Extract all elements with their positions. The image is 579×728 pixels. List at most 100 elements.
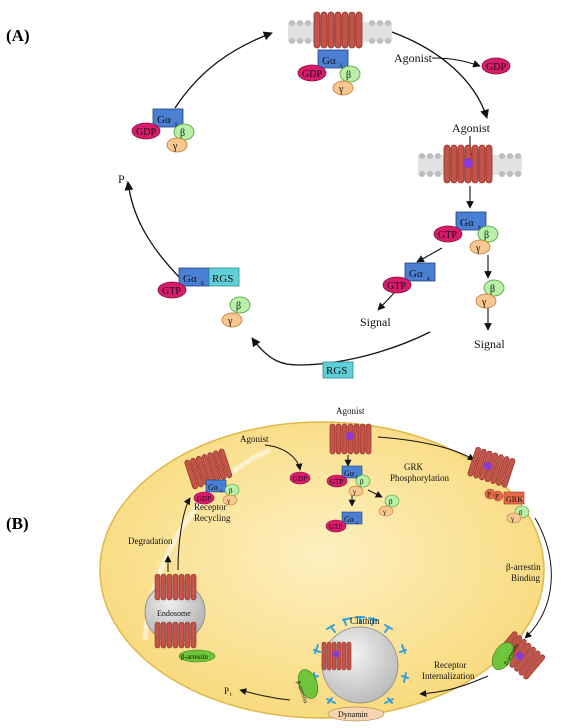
svg-text:GDP: GDP (136, 127, 156, 138)
svg-text:P: P (495, 493, 499, 501)
b-split-b (367, 489, 383, 498)
b-arrestin-line2: Binding (511, 573, 541, 583)
b-grk-line2: Phosphorylation (390, 473, 450, 483)
svg-text:β: β (389, 498, 393, 506)
svg-text:Gα: Gα (183, 273, 197, 285)
pi-label-a: P (118, 172, 125, 186)
svg-text:γ: γ (481, 297, 487, 308)
svg-text:Gα: Gα (344, 469, 355, 478)
svg-text:GRK: GRK (506, 495, 523, 504)
svg-text:s: s (478, 223, 481, 231)
b-degradation-label: Degradation (128, 536, 173, 546)
panel-b: Agonist Gα s GDP β γ Agonist GDP (99, 406, 552, 722)
b-pi-label: P (224, 686, 229, 696)
svg-text:s: s (175, 120, 178, 128)
svg-text:γ: γ (172, 141, 178, 152)
b-recycling-line2: Recycling (194, 513, 231, 523)
svg-text:γ: γ (227, 316, 233, 327)
svg-text:γ: γ (382, 508, 386, 516)
svg-text:γ: γ (226, 497, 230, 505)
b-gdp-released: GDP (289, 471, 311, 485)
cycle-arrow-top-right (391, 31, 489, 119)
svg-text:β: β (236, 301, 241, 312)
cycle-arrow-bottom (251, 331, 431, 366)
b-receptor-grk: P P GRK β γ (467, 447, 530, 524)
b-beta-gamma-free: β γ (378, 494, 400, 517)
gdp-label: GDP (302, 69, 322, 80)
svg-text:Gα: Gα (409, 268, 423, 280)
b-recycling-line1: Receptor (194, 502, 226, 512)
cycle-arrow-left (124, 181, 181, 279)
b-grk-arrow (377, 436, 475, 461)
svg-text:β: β (490, 284, 495, 295)
svg-text:s: s (427, 274, 430, 282)
agonist-molecule (463, 158, 473, 168)
receptor-active-right (418, 144, 522, 184)
panel-label-b: (B) (6, 514, 29, 533)
galpha-label: Gα (322, 55, 336, 67)
g-protein-gdp-left: Gα s GDP β γ (131, 108, 195, 153)
svg-text:i: i (230, 692, 232, 698)
svg-text:β: β (346, 70, 351, 81)
b-arrestin-arrow (524, 517, 552, 639)
b-grk-line1: GRK (404, 462, 424, 472)
svg-text:Gα: Gα (208, 483, 219, 492)
agonist-label-right: Agonist (452, 121, 491, 135)
b-galpha-gtp: Gα s GTP (325, 511, 363, 533)
endosome (144, 573, 206, 649)
gtp-label: GTP (438, 230, 457, 241)
svg-text:P: P (487, 491, 491, 499)
beta-gamma-split: β γ (475, 279, 505, 309)
b-agonist-left: Agonist (240, 434, 269, 444)
gdp-released: GDP (481, 57, 511, 75)
b-endosome-label: Endosome (157, 609, 191, 618)
signal-label-right: Signal (474, 337, 505, 351)
split-arrow-left (416, 247, 443, 263)
svg-text:β: β (484, 230, 489, 241)
b-agonist-arrow (264, 444, 303, 471)
svg-text:i: i (126, 180, 128, 188)
galpha-gtp-split: Gα s GTP (382, 262, 436, 294)
svg-text:β: β (180, 128, 185, 139)
b-pi-arrow (239, 688, 291, 701)
svg-text:GDP: GDP (293, 475, 307, 483)
b-receptor-topleft: Gα s GDP β γ (184, 448, 240, 506)
svg-text:s: s (220, 489, 222, 494)
svg-text:s: s (356, 521, 358, 526)
svg-text:s: s (340, 61, 343, 69)
svg-text:GTP: GTP (162, 286, 181, 297)
agonist-label-top: Agonist (394, 51, 433, 65)
b-receptor-top (329, 423, 372, 455)
svg-text:β: β (360, 478, 364, 486)
galpha-gtp-rgs: Gα s RGS GTP (157, 267, 240, 299)
svg-text:GTP: GTP (387, 281, 406, 292)
agonist-gdp-arrow (431, 57, 481, 68)
svg-text:Gα: Gα (460, 217, 474, 229)
svg-text:γ: γ (352, 488, 356, 496)
svg-text:γ: γ (338, 84, 344, 95)
signal-label-left: Signal (360, 315, 391, 329)
dynamin: Dynamin (327, 706, 385, 722)
b-clathrin-label: Clathrin (350, 616, 380, 626)
b-g-protein-gtp: Gα s GTP β γ (326, 465, 371, 497)
b-agonist-top: Agonist (336, 406, 365, 416)
b-endosome-arrestin: β-arrestin (178, 649, 216, 663)
svg-text:Gα: Gα (157, 114, 171, 126)
svg-text:Gα: Gα (344, 515, 355, 524)
svg-text:β-arrestin: β-arrestin (181, 653, 208, 661)
rgs-label: RGS (326, 365, 347, 377)
receptor-membrane-top (288, 11, 392, 49)
svg-text:β: β (519, 509, 523, 517)
svg-text:GDP: GDP (197, 495, 211, 503)
panel-a: Gα s GDP β γ Agonist GDP Agonist (118, 11, 522, 379)
b-arrestin-line1: β-arrestin (506, 562, 541, 572)
signal-arrow-left (377, 291, 396, 311)
g-protein-gtp: Gα s GTP β γ (433, 211, 499, 255)
b-recycling-arrow (177, 497, 191, 571)
beta-gamma-free: β γ (221, 296, 251, 328)
svg-text:GTP: GTP (330, 478, 343, 486)
clathrin-vesicle: β-arrestin (295, 616, 409, 704)
svg-text:GTP: GTP (329, 523, 342, 531)
b-intern-line2: Internalization (422, 671, 475, 681)
